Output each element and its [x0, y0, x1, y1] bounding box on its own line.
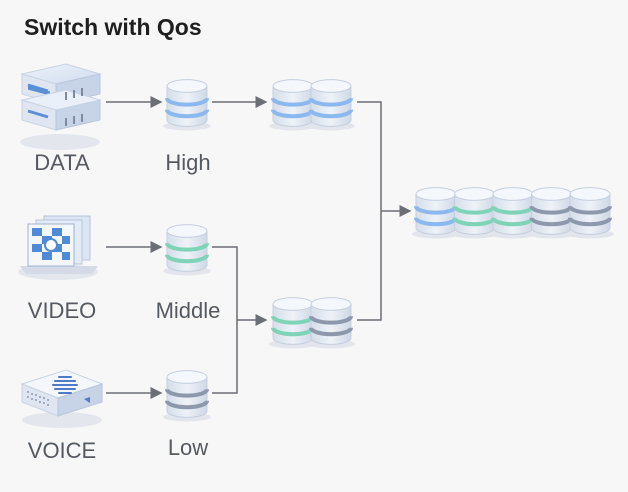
queue-label-low: Low: [167, 435, 209, 460]
output-cylinder-5: [566, 187, 614, 239]
voice-device-icon: [20, 369, 104, 428]
page-title: Switch with Qos: [24, 14, 202, 40]
server-icon: [20, 63, 102, 150]
queue-label-middle: Middle: [155, 298, 221, 323]
output-cylinder-3: [489, 187, 537, 239]
queue-cylinder-middle: [163, 224, 211, 276]
connector-right: [357, 101, 382, 321]
output-cylinder-1: [412, 187, 460, 239]
stack-lower-cylinder-2: [307, 297, 355, 349]
source-label-data: DATA: [34, 150, 90, 175]
output-cylinder-2: [450, 187, 499, 239]
source-label-video: VIDEO: [27, 298, 97, 323]
stack-lower-cylinder-1: [269, 297, 317, 349]
stack-upper-cylinder-2: [307, 79, 355, 131]
video-icon: [18, 215, 98, 280]
queue-cylinder-low: [163, 370, 211, 422]
queue-label-high: High: [165, 150, 211, 175]
queue-cylinder-high: [163, 79, 211, 131]
source-label-voice: VOICE: [27, 438, 97, 463]
output-cylinder-4: [527, 187, 576, 239]
stack-upper-cylinder-1: [269, 79, 317, 131]
